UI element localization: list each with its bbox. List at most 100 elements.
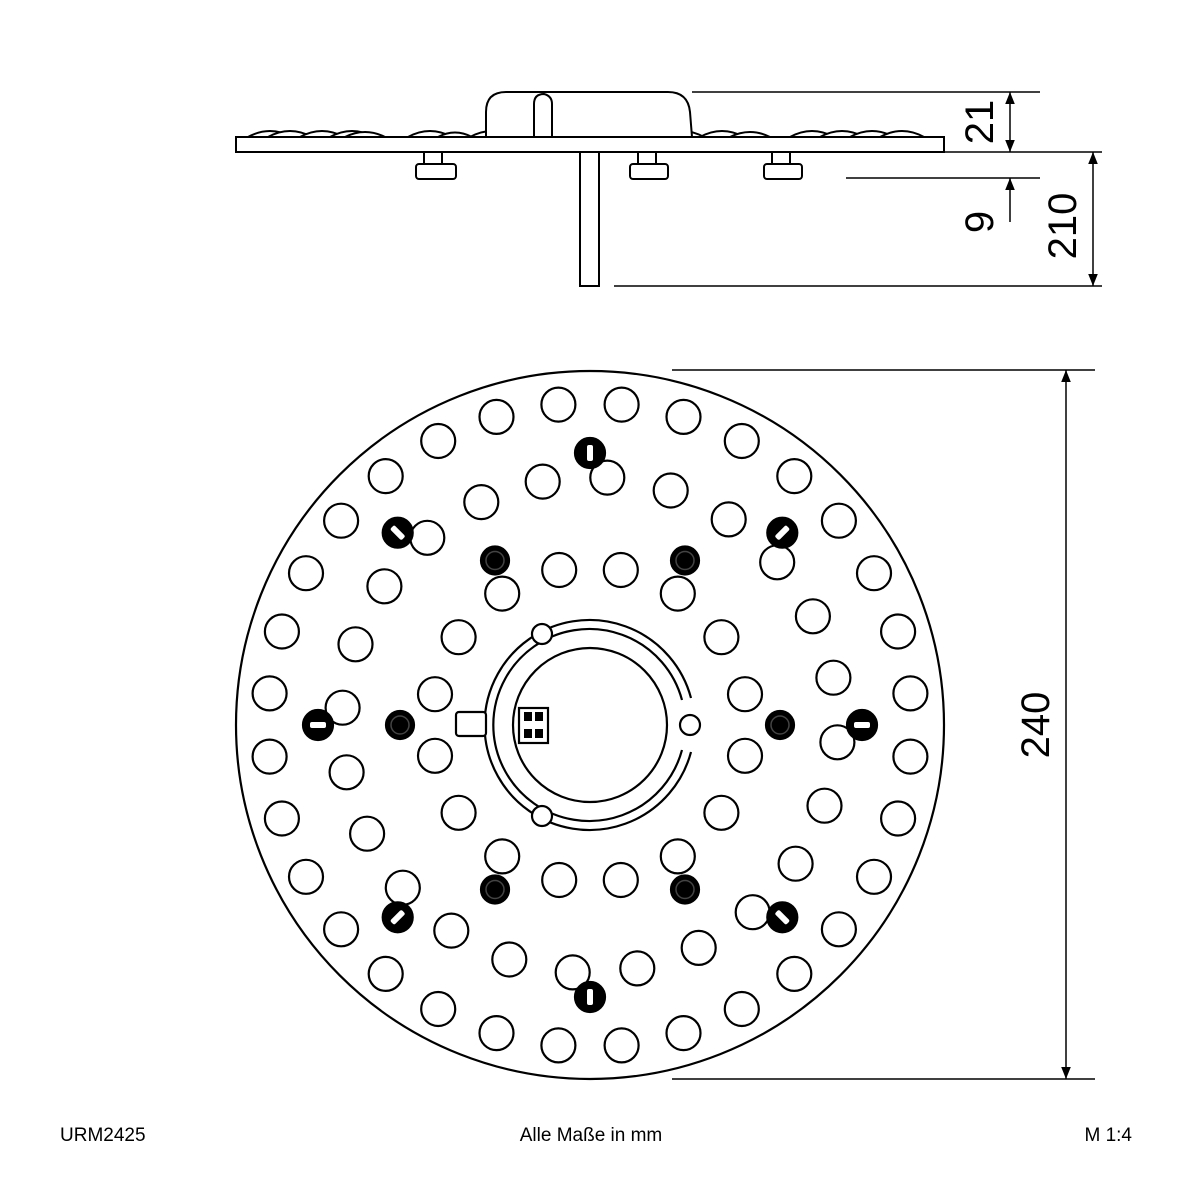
led-lens (726, 676, 764, 713)
magnet-mount (573, 980, 607, 1014)
magnet-mount (845, 708, 879, 742)
side-cable (579, 151, 600, 287)
cable-tab (454, 710, 488, 738)
led-lens (777, 845, 814, 882)
led-lens (328, 754, 365, 791)
led-lens (703, 794, 740, 831)
led-lens (337, 626, 374, 663)
led-lens (659, 575, 696, 612)
magnet-group (301, 436, 879, 1014)
magnet-mount (301, 708, 335, 742)
led-lens (463, 484, 500, 521)
driver-housing (485, 91, 693, 138)
model-number: URM2425 (60, 1125, 146, 1146)
led-lens (323, 911, 360, 948)
led-lens (703, 619, 740, 656)
dim-label-21: 21 (958, 100, 1002, 145)
magnet-dot (479, 874, 511, 905)
led-lens (540, 386, 577, 423)
led-lens (820, 911, 858, 948)
led-lens (524, 463, 561, 500)
led-lens (384, 869, 421, 906)
led-group (251, 386, 929, 1064)
led-lens (440, 794, 477, 831)
center-hole (511, 646, 669, 804)
units-note: Alle Maße in mm (519, 1125, 663, 1146)
led-lens (759, 544, 796, 581)
led-lens (251, 738, 288, 775)
led-lens (263, 800, 300, 837)
magnet-mount (381, 516, 414, 549)
driver-ring (454, 618, 702, 832)
led-lens (892, 738, 929, 775)
driver-clip (533, 92, 553, 137)
magnet-dot (764, 709, 796, 741)
led-lens (409, 519, 446, 556)
led-lens (416, 676, 454, 713)
led-lens (602, 861, 639, 899)
led-lens (478, 1014, 515, 1052)
side-magnets (415, 151, 803, 180)
led-lens (440, 619, 477, 656)
led-lens (484, 575, 521, 612)
led-lens (806, 787, 843, 824)
side-dimensions (614, 91, 1102, 287)
led-lens (652, 472, 689, 509)
led-lens (251, 675, 288, 712)
led-lens (776, 458, 813, 495)
led-lens (879, 800, 917, 837)
dim-label-240: 240 (1014, 692, 1058, 759)
led-lens (491, 941, 528, 978)
led-lens (554, 954, 591, 991)
magnet-dot (669, 874, 701, 905)
led-lens (541, 861, 578, 899)
scale-label: M 1:4 (1084, 1125, 1132, 1146)
magnet-mount (381, 901, 414, 934)
led-lens (794, 598, 832, 635)
led-lens (540, 1027, 577, 1064)
led-lens (484, 838, 521, 875)
led-lens (367, 955, 404, 993)
magnet-dot (479, 545, 511, 576)
led-lens (324, 689, 361, 726)
led-lens (815, 659, 852, 696)
led-lens (680, 929, 717, 967)
magnet-mount (573, 436, 607, 470)
led-lens (726, 737, 764, 774)
led-lens (349, 815, 386, 852)
led-lens (776, 955, 813, 993)
led-lens (602, 551, 639, 589)
magnet-dot (384, 709, 416, 741)
led-lens (589, 459, 626, 496)
led-lens (603, 1027, 640, 1064)
led-lens (433, 912, 470, 949)
dim-label-9: 9 (958, 211, 1002, 233)
led-lens (287, 555, 325, 592)
led-lens (541, 551, 578, 589)
led-lens (416, 737, 454, 774)
led-lens (855, 858, 893, 895)
led-lens (263, 613, 300, 650)
led-lens (723, 422, 760, 460)
board-side (235, 136, 945, 153)
led-lens (323, 502, 360, 539)
led-lens (710, 501, 747, 538)
led-lens (366, 568, 403, 605)
led-lens (819, 724, 856, 761)
led-lens (665, 398, 702, 435)
led-lens (420, 990, 457, 1028)
top-view (234, 369, 946, 1081)
led-lens (855, 555, 893, 592)
magnet-mount (766, 516, 799, 549)
connector (517, 706, 550, 745)
led-lens (420, 422, 457, 460)
led-lens (619, 950, 656, 987)
led-lens (892, 675, 929, 712)
side-view (235, 91, 945, 287)
led-lens (665, 1014, 702, 1052)
dim-label-210: 210 (1041, 193, 1085, 260)
magnet-mount (766, 901, 799, 934)
led-lens (879, 613, 917, 650)
led-lens (478, 398, 515, 435)
